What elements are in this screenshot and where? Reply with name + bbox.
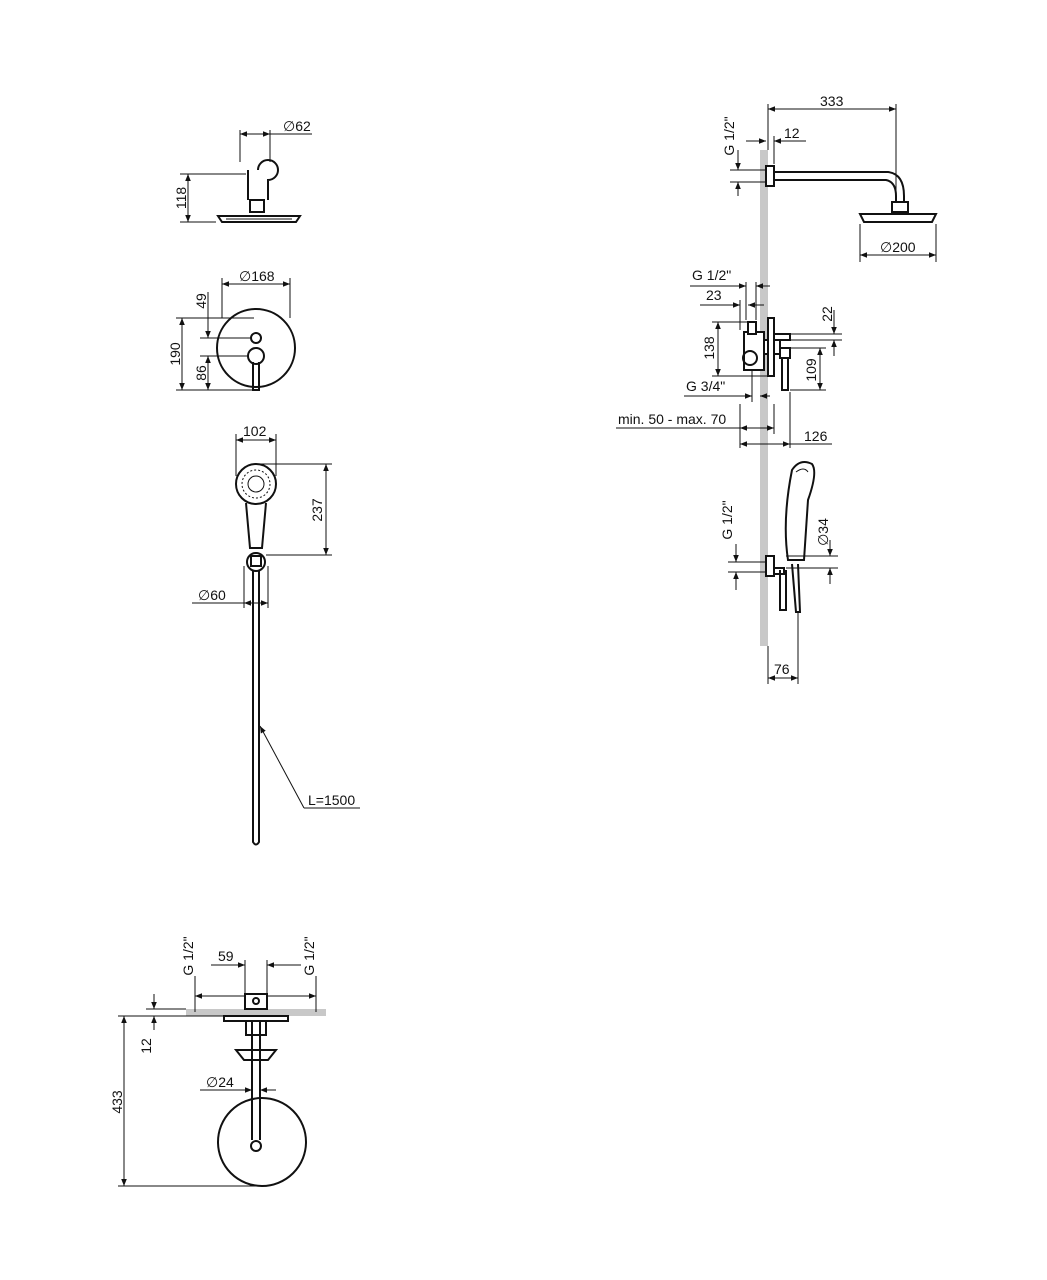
dimension-side-thread-bottom: G 1/2" — [719, 500, 766, 590]
dimension-side-thread-top: G 1/2" — [721, 116, 766, 196]
dimension-mixer-heights: 49 190 86 — [167, 292, 254, 391]
dimension-mixer-diameter: ∅168 — [221, 268, 291, 318]
dimension-side-23: 23 — [700, 287, 764, 330]
hand-shower-front-view — [235, 463, 277, 846]
hand-diameter-label: ∅60 — [198, 587, 226, 603]
side-thread-bottom-label: G 1/2" — [719, 500, 735, 539]
dimension-top-12: 12 — [118, 994, 224, 1054]
side-76-label: 76 — [774, 661, 790, 677]
top-view — [186, 993, 326, 1187]
dimension-side-thread-mid: G 1/2" — [690, 267, 770, 320]
dimension-head-height: 118 — [173, 173, 246, 223]
dimension-hand-diameter: ∅60 — [192, 566, 269, 608]
top-diam24-label: ∅24 — [206, 1074, 234, 1090]
overhead-shower-front-view — [216, 159, 302, 223]
hand-width-label: 102 — [243, 423, 267, 439]
dimension-side-12: 12 — [746, 125, 806, 164]
dimension-hand-length: 237 — [258, 463, 332, 556]
dimension-hand-width: 102 — [235, 423, 277, 476]
mixer-49-label: 49 — [193, 293, 209, 309]
top-thread-left-label: G 1/2" — [180, 936, 196, 975]
mixer-190-label: 190 — [167, 342, 183, 366]
side-thread-top-label: G 1/2" — [721, 116, 737, 155]
dimension-side-126: 126 — [740, 392, 832, 448]
side-diam200-label: ∅200 — [880, 239, 916, 255]
dimension-side-g34: G 3/4" — [684, 370, 770, 402]
side-109-label: 109 — [803, 358, 819, 382]
side-333-label: 333 — [820, 93, 844, 109]
side-diam34-label: ∅34 — [815, 518, 831, 546]
hose-length-label: L=1500 — [308, 792, 355, 808]
dimension-side-76: 76 — [767, 612, 799, 684]
dimension-head-diameter: ∅62 — [239, 118, 312, 162]
side-138-label: 138 — [701, 336, 717, 360]
top-59-label: 59 — [218, 948, 234, 964]
head-height-label: 118 — [173, 187, 189, 210]
mixer-86-label: 86 — [193, 365, 209, 381]
dimension-side-minmax: min. 50 - max. 70 — [616, 404, 775, 448]
dimension-hose-length: L=1500 — [259, 725, 360, 809]
side-22-label: 22 — [819, 306, 835, 322]
side-23-label: 23 — [706, 287, 722, 303]
head-diameter-label: ∅62 — [283, 118, 311, 134]
dimension-top-59: 59 — [211, 948, 301, 994]
dimension-side-22: 22 — [790, 306, 842, 356]
dimension-side-138: 138 — [701, 321, 768, 377]
side-view — [742, 150, 938, 646]
side-g34-label: G 3/4" — [686, 378, 725, 394]
dimension-side-diam200: ∅200 — [859, 224, 937, 262]
dimension-side-109: 109 — [790, 347, 826, 391]
dimension-top-433: 433 — [109, 1016, 262, 1187]
side-thread-mid-label: G 1/2" — [692, 267, 731, 283]
side-126-label: 126 — [804, 428, 828, 444]
top-12-label: 12 — [138, 1038, 154, 1054]
dimension-top-threads: G 1/2" G 1/2" — [180, 936, 317, 1012]
mixer-diameter-label: ∅168 — [239, 268, 275, 284]
side-minmax-label: min. 50 - max. 70 — [618, 411, 726, 427]
hand-237-label: 237 — [309, 498, 325, 522]
mixer-front-view — [216, 308, 296, 391]
top-thread-right-label: G 1/2" — [301, 936, 317, 975]
side-12-label: 12 — [784, 125, 800, 141]
top-433-label: 433 — [109, 1090, 125, 1114]
dimension-side-diam34: ∅34 — [786, 518, 838, 584]
dimension-top-diam24: ∅24 — [200, 1074, 276, 1093]
dimension-side-333: 333 — [767, 93, 897, 196]
